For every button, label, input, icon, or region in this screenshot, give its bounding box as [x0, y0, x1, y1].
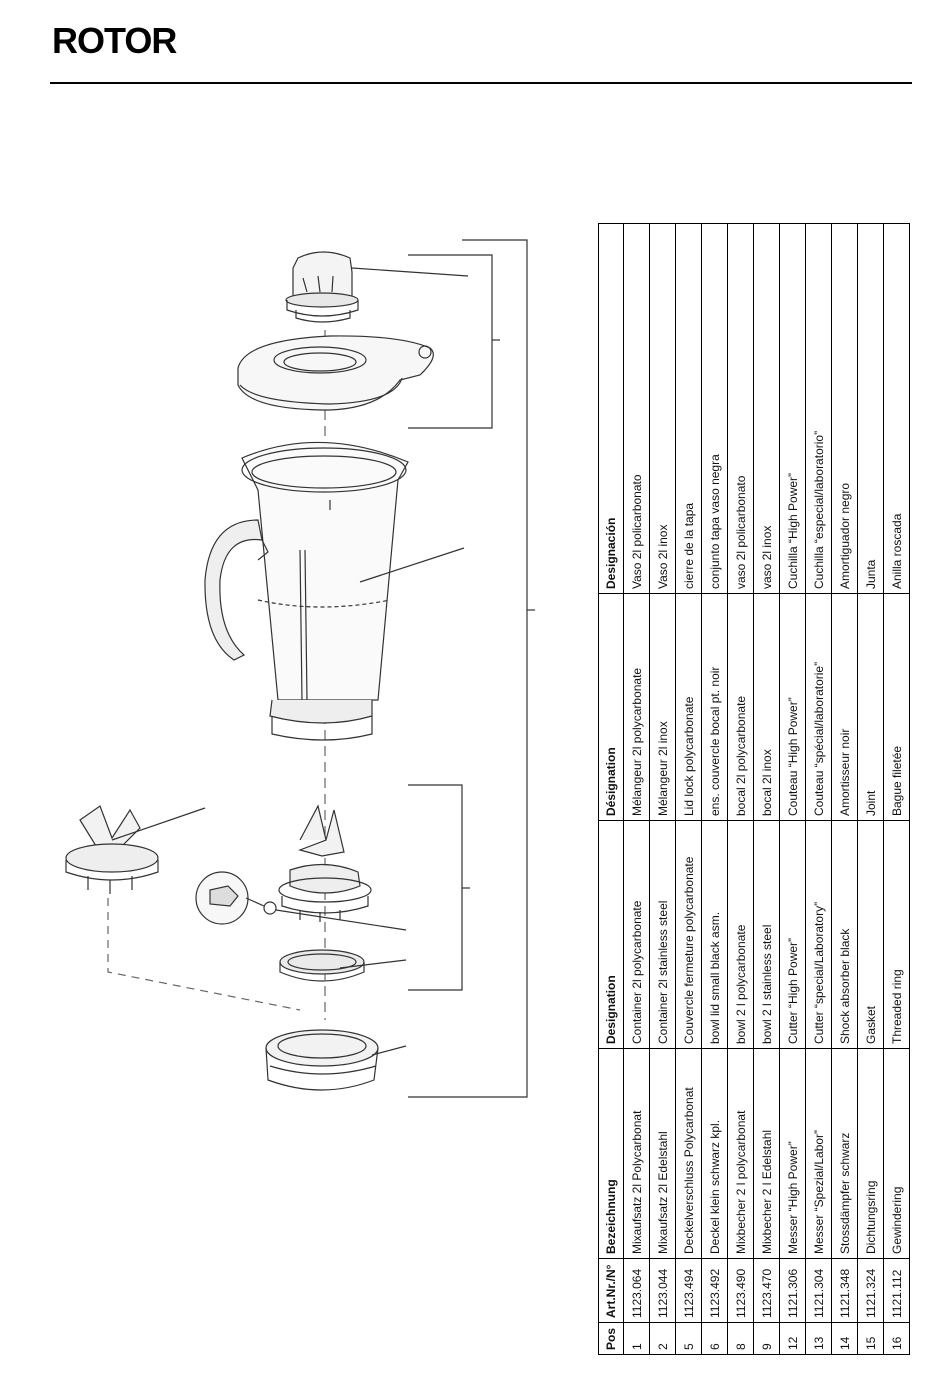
cell-es: Amortiguador negro: [831, 223, 858, 594]
cutter-part: [278, 804, 372, 922]
header-rule: [50, 82, 912, 84]
table-row: 12 1121.306 Messer “High Power” Cutter “…: [779, 223, 806, 1355]
cell-de: Mixaufsatz 2l Edelstahl: [649, 1048, 676, 1259]
cell-art: 1123.064: [623, 1258, 650, 1323]
gasket-part: [279, 949, 365, 982]
cell-en: Container 2l polycarbonate: [623, 820, 650, 1049]
cell-en: bowl 2 l stainless steel: [753, 820, 780, 1049]
cell-es: Vaso 2l inox: [649, 223, 676, 594]
cell-pos: 15: [857, 1322, 884, 1355]
table-row: 6 1123.492 Deckel klein schwarz kpl. bow…: [701, 223, 728, 1355]
cell-de: Messer “High Power”: [779, 1048, 806, 1259]
cell-pos: 8: [727, 1322, 754, 1355]
table-row: 2 1123.044 Mixaufsatz 2l Edelstahl Conta…: [649, 223, 676, 1355]
cell-de: Deckel klein schwarz kpl.: [701, 1048, 728, 1259]
table-row: 15 1121.324 Dichtungsring Gasket Joint J…: [857, 223, 884, 1355]
cell-de: Messer “Spezial/Labor”: [805, 1048, 832, 1259]
column-header-art: Art.Nr./N°: [598, 1258, 624, 1323]
cell-de: Stossdämpfer schwarz: [831, 1048, 858, 1259]
cell-de: Mixbecher 2 l Edelstahl: [753, 1048, 780, 1259]
cell-pos: 5: [675, 1322, 702, 1355]
exploded-view-drawing: [65, 239, 535, 1098]
cell-de: Mixaufsatz 2l Polycarbonat: [623, 1048, 650, 1259]
cell-es: vaso 2l policarbonato: [727, 223, 754, 594]
cell-de: Dichtungsring: [857, 1048, 884, 1259]
column-header-fr: Désignation: [598, 593, 624, 821]
cell-de: Gewindering: [883, 1048, 910, 1259]
cell-fr: bocal 2l polycarbonate: [727, 593, 754, 821]
cell-art: 1123.494: [675, 1258, 702, 1323]
cell-fr: ens. couvercle bocal pt. noir: [701, 593, 728, 821]
table-row: 8 1123.490 Mixbecher 2 l polycarbonat bo…: [727, 223, 754, 1355]
cell-en: Cutter “High Power”: [779, 820, 806, 1049]
table-row: 5 1123.494 Deckelverschluss Polycarbonat…: [675, 223, 702, 1355]
cell-de: Deckelverschluss Polycarbonat: [675, 1048, 702, 1259]
cell-pos: 16: [883, 1322, 910, 1355]
table-row: 9 1123.470 Mixbecher 2 l Edelstahl bowl …: [753, 223, 780, 1355]
cell-art: 1121.112: [883, 1258, 910, 1323]
cell-es: conjunto tapa vaso negra: [701, 223, 728, 594]
lid-part: [237, 335, 434, 411]
container-part: [204, 441, 409, 741]
cell-pos: 6: [701, 1322, 728, 1355]
cell-en: Cutter “special/Laboratory”: [805, 820, 832, 1049]
column-header-en: Designation: [598, 820, 624, 1049]
table-header-row: Pos Art.Nr./N° Bezeichnung Designation D…: [598, 223, 624, 1355]
shock-absorber-part: [195, 871, 277, 925]
cell-fr: Bague filetée: [883, 593, 910, 821]
cell-art: 1121.324: [857, 1258, 884, 1323]
cell-es: Anilla roscada: [883, 223, 910, 594]
cell-fr: Couteau “High Power”: [779, 593, 806, 821]
cell-art: 1123.044: [649, 1258, 676, 1323]
column-header-es: Designación: [598, 223, 624, 594]
cell-art: 1121.348: [831, 1258, 858, 1323]
threaded-ring-part: [265, 1029, 379, 1091]
cell-fr: Joint: [857, 593, 884, 821]
cell-en: Threaded ring: [883, 820, 910, 1049]
table-row: 16 1121.112 Gewindering Threaded ring Ba…: [883, 223, 910, 1355]
cell-fr: Couteau “spécial/laboratorie”: [805, 593, 832, 821]
cell-fr: Mélangeur 2l inox: [649, 593, 676, 821]
table-row: 13 1121.304 Messer “Spezial/Labor” Cutte…: [805, 223, 832, 1355]
cell-art: 1121.306: [779, 1258, 806, 1323]
brand-logo: ROTOR: [52, 20, 177, 61]
cell-en: Couvercle fermeture polycarbonate: [675, 820, 702, 1049]
cell-pos: 2: [649, 1322, 676, 1355]
cell-es: vaso 2l inox: [753, 223, 780, 594]
cell-fr: Mélangeur 2l polycarbonate: [623, 593, 650, 821]
cell-es: Cuchilla “especial/laboratorio”: [805, 223, 832, 594]
cell-es: Junta: [857, 223, 884, 594]
lid-lock-part: [285, 251, 359, 323]
cell-en: bowl lid small black asm.: [701, 820, 728, 1049]
table-row: 1 1123.064 Mixaufsatz 2l Polycarbonat Co…: [623, 223, 650, 1355]
cell-de: Mixbecher 2 l polycarbonat: [727, 1048, 754, 1259]
column-header-de: Bezeichnung: [598, 1048, 624, 1259]
cell-art: 1123.492: [701, 1258, 728, 1323]
cell-es: Cuchilla “High Power”: [779, 223, 806, 594]
parts-table-wrapper: Pos Art.Nr./N° Bezeichnung Designation D…: [598, 223, 910, 1355]
cell-pos: 13: [805, 1322, 832, 1355]
cell-pos: 12: [779, 1322, 806, 1355]
column-header-pos: Pos: [598, 1322, 624, 1355]
cell-es: Vaso 2l policarbonato: [623, 223, 650, 594]
table-body: 1 1123.064 Mixaufsatz 2l Polycarbonat Co…: [623, 223, 910, 1355]
cell-art: 1123.470: [753, 1258, 780, 1323]
cell-art: 1121.304: [805, 1258, 832, 1323]
cell-en: bowl 2 l polycarbonate: [727, 820, 754, 1049]
cell-pos: 9: [753, 1322, 780, 1355]
cell-fr: Amortisseur noir: [831, 593, 858, 821]
cell-pos: 1: [623, 1322, 650, 1355]
table-row: 14 1121.348 Stossdämpfer schwarz Shock a…: [831, 223, 858, 1355]
cell-en: Container 2l stainless steel: [649, 820, 676, 1049]
cell-es: cierre de la tapa: [675, 223, 702, 594]
parts-table: Pos Art.Nr./N° Bezeichnung Designation D…: [598, 223, 910, 1355]
alt-cutter-part: [65, 805, 159, 894]
cell-pos: 14: [831, 1322, 858, 1355]
cell-fr: Lid lock polycarbonate: [675, 593, 702, 821]
cell-fr: bocal 2l inox: [753, 593, 780, 821]
cell-en: Gasket: [857, 820, 884, 1049]
cell-art: 1123.490: [727, 1258, 754, 1323]
cell-en: Shock absorber black: [831, 820, 858, 1049]
